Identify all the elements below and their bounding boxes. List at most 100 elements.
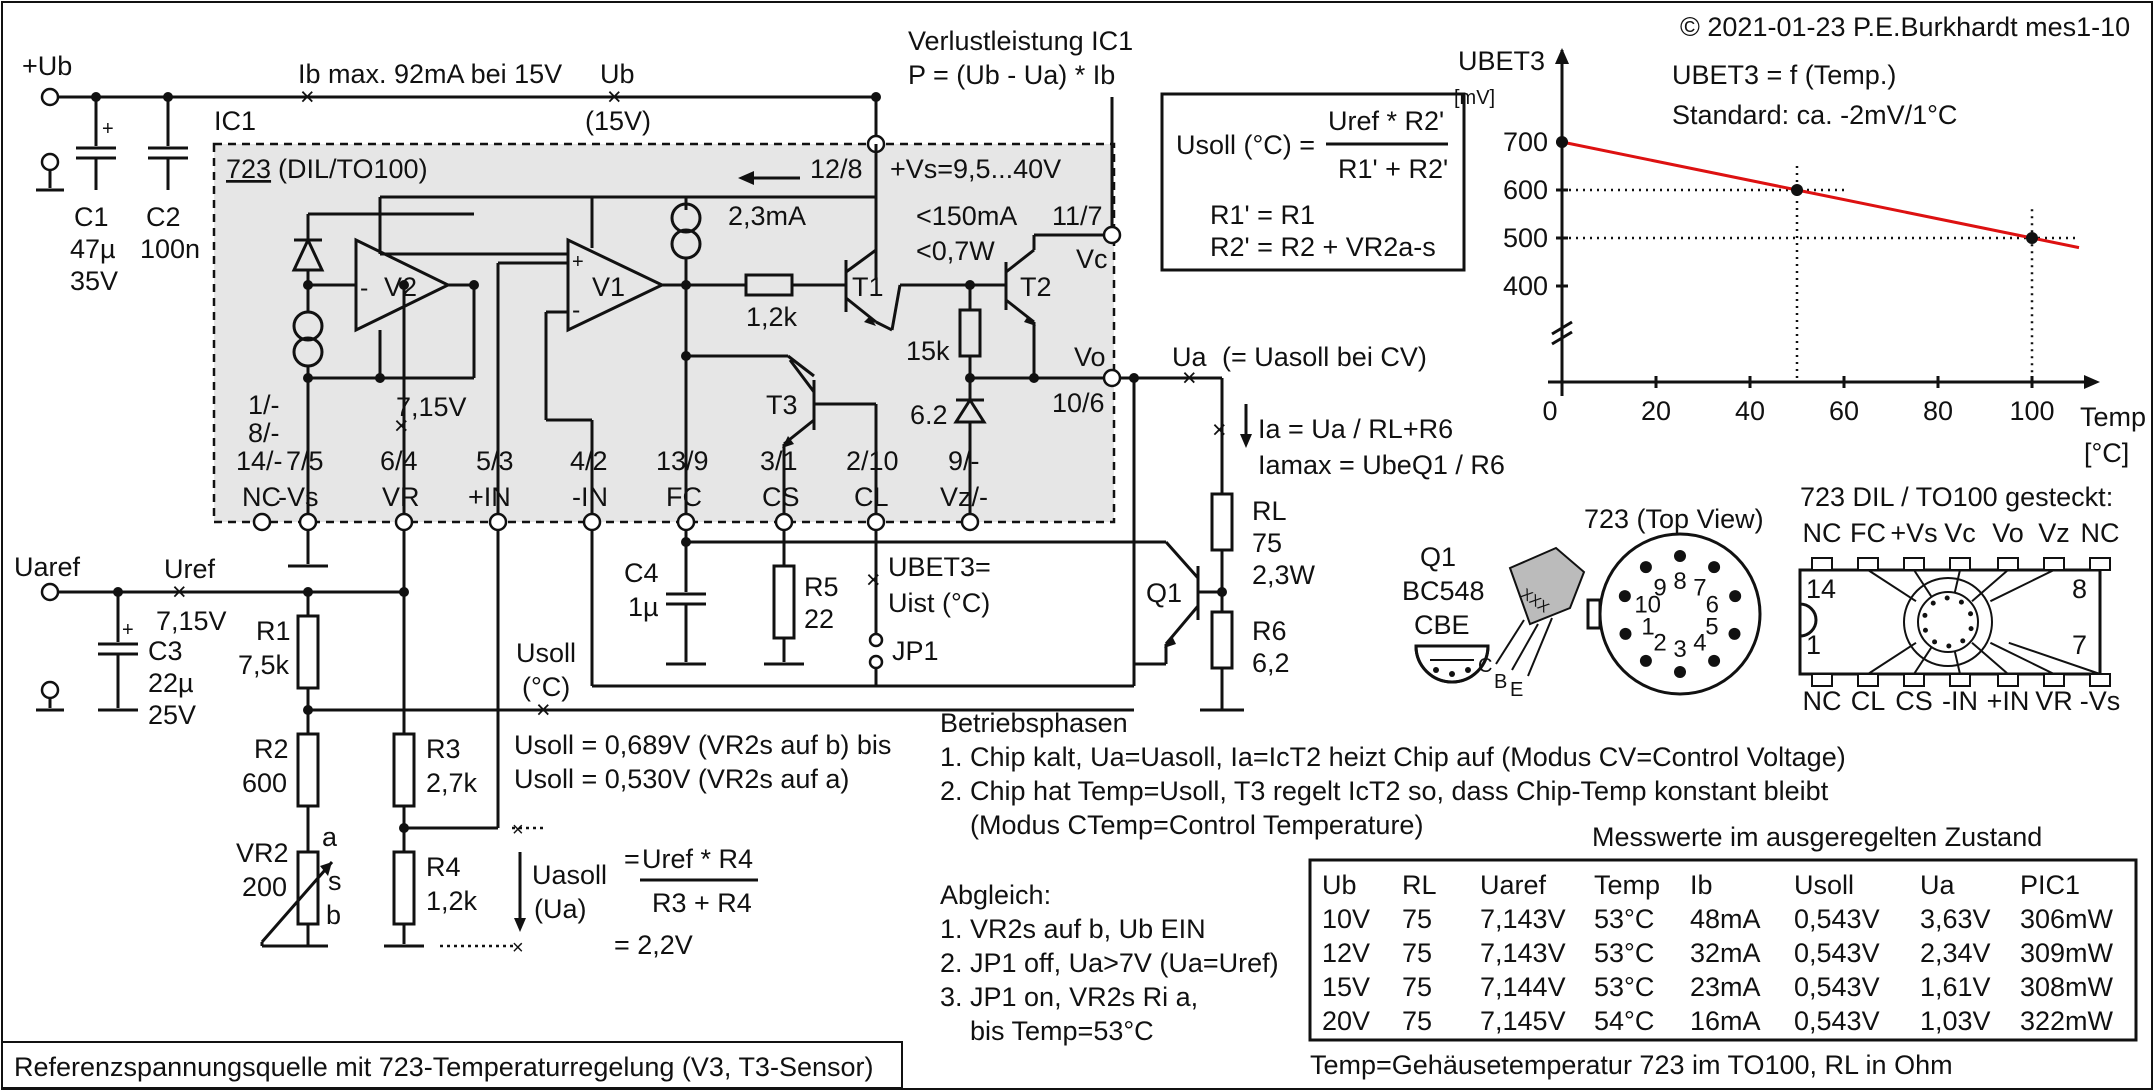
title-box xyxy=(1,1041,903,1089)
table-cell: 0,543V xyxy=(1794,904,1880,934)
to100-pin-label: 2 xyxy=(1653,630,1666,657)
vc-label: Vc xyxy=(1076,244,1108,274)
table-header: RL xyxy=(1402,870,1437,900)
uasoll-eq: = xyxy=(624,844,640,874)
svg-text:×: × xyxy=(607,83,622,111)
dil-top-pin-label: +Vs xyxy=(1890,518,1937,548)
formula-box xyxy=(1160,92,1466,272)
q1-type-label: BC548 xyxy=(1402,576,1485,606)
y-tick-label: 700 xyxy=(1503,127,1548,157)
t3-label: T3 xyxy=(766,390,798,420)
ground-symbol-1 xyxy=(36,152,64,192)
r4-value: 1,2k xyxy=(426,886,478,916)
to100-pin xyxy=(1618,590,1631,603)
uasoll-result: = 2,2V xyxy=(614,930,693,960)
uist-label: Uist (°C) xyxy=(888,588,990,618)
vr2-label: VR2 xyxy=(236,838,289,868)
pin-nc-line-1: 1/- xyxy=(248,390,280,420)
table-header: Usoll xyxy=(1794,870,1854,900)
dil-title: 723 DIL / TO100 gesteckt: xyxy=(1800,482,2113,512)
uasoll-unit: (Ua) xyxy=(534,894,587,924)
pin-minus-in-num: 4/2 xyxy=(570,446,608,476)
dil-inner-pin xyxy=(1960,638,1966,644)
table-cell: 1,03V xyxy=(1920,1006,1991,1036)
uref-value: 7,15V xyxy=(156,606,227,636)
output-wiring: × × × xyxy=(590,364,1252,712)
dil-top-pin xyxy=(1903,557,1925,571)
pin-vr-num: 6/4 xyxy=(380,446,418,476)
formula-r1: R1' = R1 xyxy=(1210,200,1315,230)
y-tick-label: 600 xyxy=(1503,175,1548,205)
to100-pin-label: 6 xyxy=(1706,591,1719,618)
c1-label: C1 xyxy=(74,202,109,232)
table-cell: 15V xyxy=(1322,972,1370,1002)
x-tick-label: 20 xyxy=(1641,396,1671,426)
dil-bottom-pin-label: NC xyxy=(1803,686,1842,716)
ic-name: IC1 xyxy=(214,106,256,136)
uasoll-label: Uasoll xyxy=(532,860,607,890)
vr-voltage-label: 7,15V xyxy=(396,392,467,422)
table-cell: 53°C xyxy=(1594,938,1654,968)
formula-numerator: Uref * R2' xyxy=(1328,106,1444,136)
table-header: Temp xyxy=(1594,870,1660,900)
dil-inner-pin xyxy=(1958,599,1964,605)
phase-1: 1. Chip kalt, Ua=Uasoll, Ia=IcT2 heizt C… xyxy=(940,742,1846,772)
c3-value: 22µ xyxy=(148,668,194,698)
pin-vz-num: 9/- xyxy=(948,446,980,476)
to100-pin-label: 5 xyxy=(1705,614,1718,641)
to100-pin xyxy=(1708,561,1721,574)
y-tick-label: 400 xyxy=(1503,271,1548,301)
pin-vr-name: VR xyxy=(382,482,420,512)
table-header: Uaref xyxy=(1480,870,1547,900)
data-point xyxy=(1556,136,1568,148)
to100-pin xyxy=(1728,627,1741,640)
pin-fc-num: 13/9 xyxy=(656,446,709,476)
ia-formula: Ia = Ua / RL+R6 xyxy=(1258,414,1453,444)
dil-inner-pin xyxy=(1930,600,1936,606)
measurements-title: Messwerte im ausgeregelten Zustand xyxy=(1592,822,2042,852)
to100-pin xyxy=(1674,550,1686,562)
table-cell: 48mA xyxy=(1690,904,1761,934)
dil-inner-pin xyxy=(1932,639,1938,645)
pin-vz-name: Vz/- xyxy=(940,482,988,512)
power-title: Verlustleistung IC1 xyxy=(908,26,1133,56)
table-cell: 7,143V xyxy=(1480,904,1566,934)
r2-value: 600 xyxy=(242,768,287,798)
table-cell: 12V xyxy=(1322,938,1370,968)
r4-label: R4 xyxy=(426,852,461,882)
c3-label: C3 xyxy=(148,636,183,666)
to100-pin xyxy=(1729,590,1742,603)
r6-label: R6 xyxy=(1252,616,1287,646)
dil-bottom-pin xyxy=(1857,673,1879,687)
uasoll-numerator: Uref * R4 xyxy=(642,844,753,874)
table-cell: 309mW xyxy=(2020,938,2114,968)
vo-label: Vo xyxy=(1074,342,1106,372)
dil-bottom-pin xyxy=(1997,673,2019,687)
v1-label: V1 xyxy=(592,272,625,302)
chart-xlabel: Temp xyxy=(2080,402,2146,432)
table-cell: 23mA xyxy=(1690,972,1761,1002)
dil-wire xyxy=(1989,569,2055,603)
r2-label: R2 xyxy=(254,734,289,764)
table-cell: 7,144V xyxy=(1480,972,1566,1002)
dil-wire xyxy=(1867,569,1917,603)
ic-723-box xyxy=(212,142,1116,524)
table-header: Ib xyxy=(1690,870,1713,900)
svg-text:×: × xyxy=(394,412,409,440)
x-tick-label: 100 xyxy=(2009,396,2054,426)
to100-pin-label: 3 xyxy=(1673,636,1686,663)
axis-break-2 xyxy=(1551,330,1573,346)
adjust-step-2: 2. JP1 off, Ua>7V (Ua=Uref) xyxy=(940,948,1279,978)
zener-62-label: 6.2 xyxy=(910,400,948,430)
v1-plus: + xyxy=(572,251,584,273)
to100-title: 723 (Top View) xyxy=(1584,504,1764,534)
dil-top-pin xyxy=(1811,557,1833,571)
table-cell: 306mW xyxy=(2020,904,2114,934)
dil-wire xyxy=(1913,642,1936,675)
q1-pins-label: CBE xyxy=(1414,610,1470,640)
dil-top-pin-label: FC xyxy=(1850,518,1886,548)
